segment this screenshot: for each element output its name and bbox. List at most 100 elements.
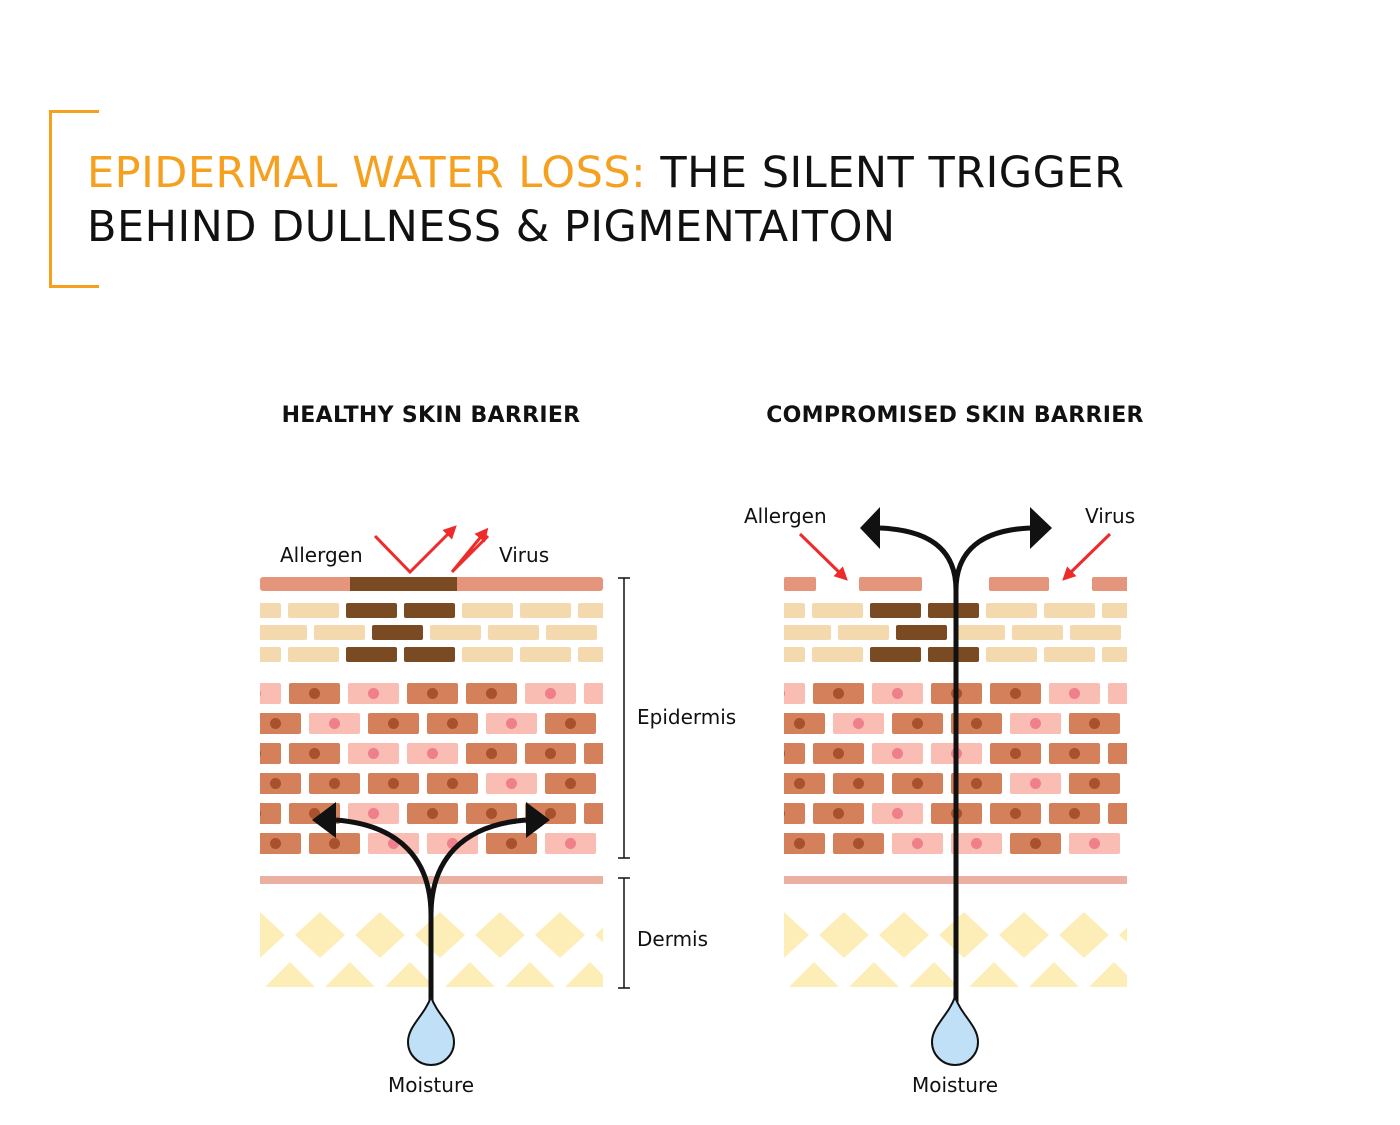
cell-nucleus — [545, 808, 556, 819]
virus-bounce-arrow — [450, 527, 490, 574]
granular-cell — [314, 625, 365, 640]
cell-nucleus — [309, 748, 320, 759]
cell-nucleus — [1089, 838, 1100, 849]
granular-cell — [260, 647, 281, 662]
dermis-pattern — [355, 912, 405, 958]
granular-cell — [986, 647, 1037, 662]
cell-nucleus — [1069, 808, 1080, 819]
granular-cell — [1012, 625, 1063, 640]
healthy-arrow-head-right — [526, 802, 550, 838]
epidermis-label: Epidermis — [637, 705, 736, 729]
cell-nucleus — [971, 718, 982, 729]
cell-nucleus — [486, 748, 497, 759]
cell-nucleus — [260, 690, 261, 697]
dermis-pattern — [969, 962, 1019, 987]
cell-nucleus — [604, 688, 615, 699]
cell-nucleus — [1030, 718, 1041, 729]
water-drop-icon — [406, 994, 456, 1066]
cell-nucleus — [270, 778, 281, 789]
cell-nucleus — [784, 690, 785, 697]
granular-cell — [954, 625, 1005, 640]
cell-nucleus — [329, 838, 340, 849]
cell-nucleus — [1030, 838, 1041, 849]
skin-cell — [260, 803, 281, 824]
cell-nucleus — [892, 748, 903, 759]
granular-cell — [784, 625, 831, 640]
skin-cell — [260, 683, 281, 704]
dermis-pattern — [505, 962, 555, 987]
allergen-penetrate-arrow — [798, 532, 848, 581]
cell-nucleus — [486, 808, 497, 819]
dermis-pattern — [325, 962, 375, 987]
compromised-heading: COMPROMISED SKIN BARRIER — [766, 403, 1144, 428]
skin-cell — [584, 803, 603, 824]
dermis-pattern — [909, 962, 959, 987]
skin-cell — [260, 743, 281, 764]
cell-nucleus — [1128, 748, 1139, 759]
dermis-pattern — [879, 912, 929, 958]
cell-nucleus — [853, 718, 864, 729]
cell-nucleus — [1128, 808, 1139, 819]
cell-nucleus — [270, 838, 281, 849]
cell-nucleus — [971, 838, 982, 849]
cell-nucleus — [388, 778, 399, 789]
cell-nucleus — [329, 778, 340, 789]
dermis-pattern — [260, 912, 285, 958]
moisture-label: Moisture — [388, 1073, 474, 1097]
cell-nucleus — [506, 838, 517, 849]
cell-nucleus — [545, 688, 556, 699]
cell-nucleus — [368, 748, 379, 759]
cell-nucleus — [368, 688, 379, 699]
granular-cell — [462, 603, 513, 618]
allergen-label: Allergen — [744, 504, 827, 528]
cell-nucleus — [427, 688, 438, 699]
granular-cell — [812, 647, 863, 662]
water-drop-icon — [930, 994, 980, 1066]
pigment-cell — [346, 647, 397, 662]
dermis-pattern — [625, 962, 675, 987]
dermis-pattern — [1059, 912, 1109, 958]
healthy-skin-panel — [260, 577, 675, 987]
dermis-pattern — [295, 912, 345, 958]
cell-nucleus — [604, 808, 615, 819]
granular-cell — [784, 647, 805, 662]
dermis-pattern — [939, 912, 989, 958]
dermis-pattern — [1149, 962, 1199, 987]
granular-cell — [546, 625, 597, 640]
skin-cell — [1108, 683, 1127, 704]
title-rest: THE SILENT TRIGGER — [646, 148, 1125, 198]
granular-cell — [430, 625, 481, 640]
cell-nucleus — [833, 808, 844, 819]
cell-nucleus — [565, 718, 576, 729]
granular-cell — [288, 647, 339, 662]
dermis-pattern — [415, 912, 465, 958]
title-highlight: EPIDERMAL WATER LOSS: — [87, 148, 647, 198]
dermis-pattern — [535, 912, 585, 958]
stratum-corneum-fragment — [1092, 577, 1127, 591]
pigment-cell — [372, 625, 423, 640]
pigment-cell — [404, 647, 455, 662]
granular-cell — [838, 625, 889, 640]
skin-cell — [784, 803, 805, 824]
cell-nucleus — [1089, 718, 1100, 729]
dermis-pattern — [999, 912, 1049, 958]
skin-cell — [584, 683, 603, 704]
virus-label: Virus — [1085, 504, 1135, 528]
allergen-label: Allergen — [280, 543, 363, 567]
cell-nucleus — [833, 688, 844, 699]
granular-cell — [578, 647, 603, 662]
granular-cell — [488, 625, 539, 640]
cell-nucleus — [329, 718, 340, 729]
cell-nucleus — [565, 838, 576, 849]
healthy-arrow-head-left — [312, 802, 336, 838]
pigment-cell — [870, 603, 921, 618]
dermis-bracket — [618, 877, 630, 989]
pigment-cell — [404, 603, 455, 618]
cell-nucleus — [545, 748, 556, 759]
stratum-corneum-fragment — [989, 577, 1049, 591]
dermis-pattern — [1089, 962, 1127, 987]
granular-cell — [1070, 625, 1121, 640]
cell-nucleus — [447, 778, 458, 789]
compromised-skin-panel — [784, 577, 1199, 987]
